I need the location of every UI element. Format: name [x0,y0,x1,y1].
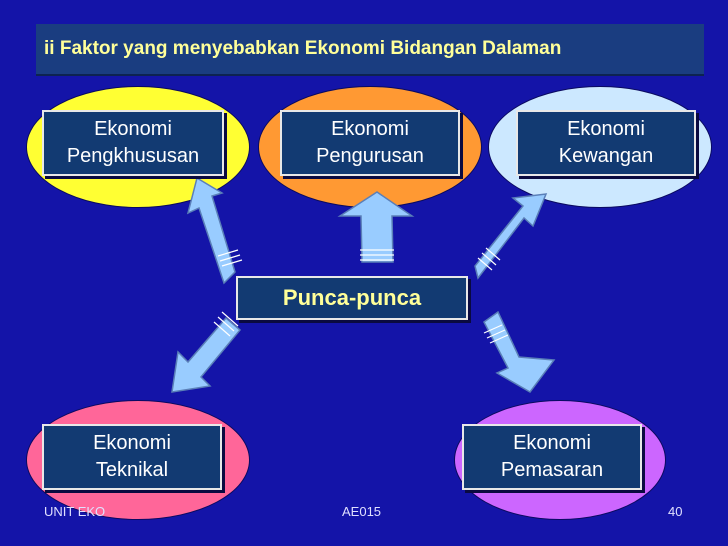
center-node: Punca-punca [236,276,468,320]
node-label-line1: Ekonomi [93,432,171,454]
slide-title: ii Faktor yang menyebabkan Ekonomi Bidan… [44,38,562,59]
node-label-line2: Teknikal [95,459,169,481]
footer-page-number: 40 [668,504,683,519]
node-label-line2: Pengkhususan [66,145,200,167]
node-label-line1: Ekonomi [94,118,172,140]
footer-center: AE015 [342,504,382,519]
slide-title-bar: ii Faktor yang menyebabkan Ekonomi Bidan… [36,24,704,76]
arrow-up-icon [337,191,415,263]
footer-left: UNIT EKO [44,504,106,519]
node-label-line2: Pengurusan [316,145,424,167]
arrow-up-right-icon [474,193,548,280]
node-label-line2: Pemasaran [500,459,604,481]
node-label-line1: Ekonomi [331,118,409,140]
node-label-line2: Kewangan [558,145,654,167]
node-kewangan: Ekonomi Kewangan [516,110,696,176]
node-pengurusan: Ekonomi Pengurusan [280,110,460,176]
arrow-up-left-icon [186,176,236,285]
node-teknikal: Ekonomi Teknikal [42,424,222,490]
arrow-down-right-icon [483,310,556,393]
node-label-line1: Ekonomi [567,118,645,140]
node-pemasaran: Ekonomi Pemasaran [462,424,642,490]
node-pengkhususan: Ekonomi Pengkhususan [42,110,224,176]
center-label: Punca-punca [282,285,422,310]
node-label-line1: Ekonomi [513,432,591,454]
arrow-down-left-icon [171,316,242,393]
